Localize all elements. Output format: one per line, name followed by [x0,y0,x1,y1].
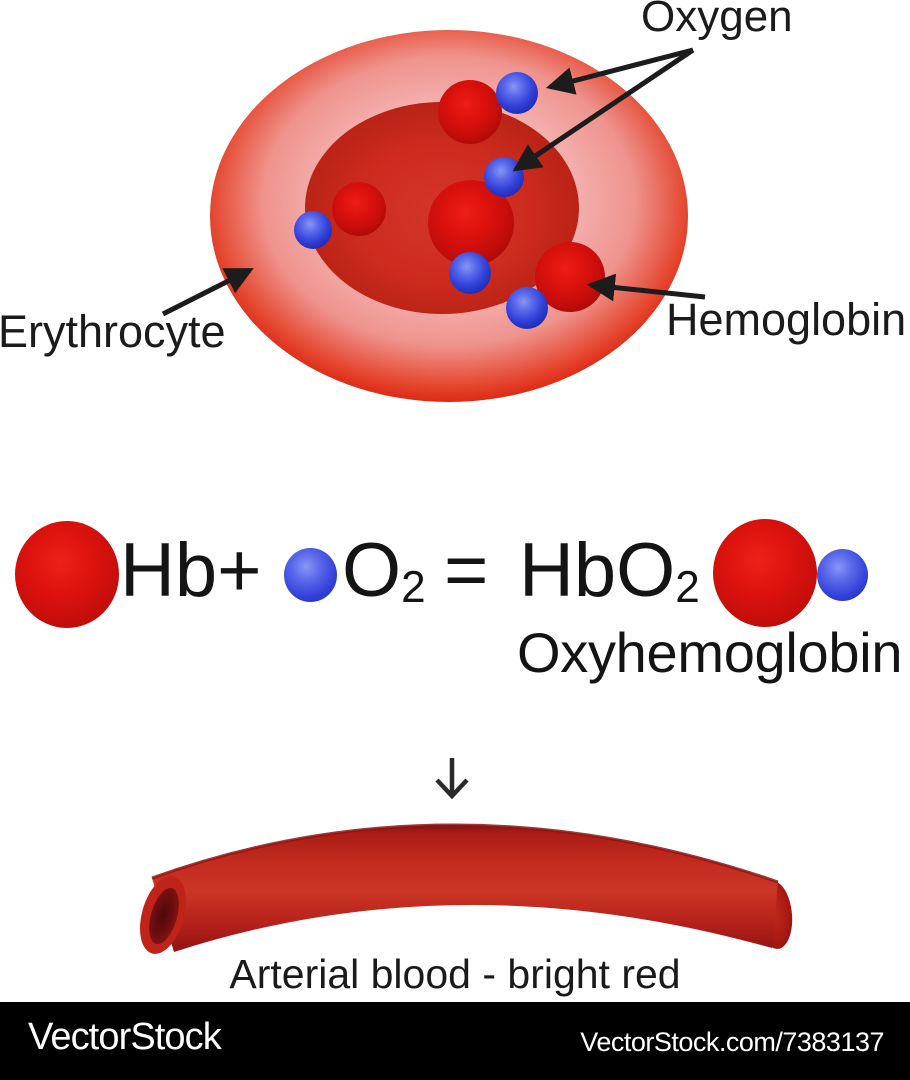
vessel-body [152,824,778,952]
oxygen-sphere [506,287,548,329]
vectorstock-brand-text: VectorStock [28,1016,222,1058]
erythrocyte-label: Erythrocyte [0,306,226,357]
oxygen-label: Oxygen [641,0,793,41]
oxygen-sphere [496,72,538,114]
oxygen-sphere [484,157,524,197]
hbo2-base: HbO [519,528,676,613]
oxygen-pointer-arrow-icon [512,47,695,172]
oxyhemoglobin-blue-sphere [817,549,868,601]
erythrocyte-scene [161,30,706,402]
hemoglobin-label: Hemoglobin [666,294,907,345]
oxyhemoglobin-label: Oxyhemoglobin [517,621,903,684]
hemoglobin-sphere [15,521,119,628]
equation-product-hbo2: HbO2 [519,533,700,610]
o2-base: O [342,528,402,613]
vectorstock-credit-text: VectorStock.com/7383137 [580,1027,884,1057]
vessel-left-opening [149,887,179,945]
vessel-top-edge [151,823,779,884]
vessel-scene [139,758,793,954]
down-arrow-icon [435,758,469,800]
erythrocyte-pointer-arrow-icon [161,267,254,317]
equation-equals-sign: = [444,528,489,613]
watermark-footer: VectorStock VectorStock.com/7383137 [0,1002,910,1080]
equation-reactant-o2: O2 [342,533,426,610]
equation-reactant-hb: Hb+ [120,528,262,613]
o2-subscript: 2 [401,563,426,613]
hemoglobin-sphere [428,180,514,266]
oxygen-sphere [294,211,332,249]
oxygen-sphere [449,252,491,294]
arterial-blood-caption: Arterial blood - bright red [229,951,681,997]
artery-vessel [139,823,793,954]
oxygen-pointer-arrow-icon [545,47,694,95]
hemoglobin-pointer-arrow-icon [586,273,706,302]
oxygen-sphere [284,548,337,602]
hemoglobin-sphere [438,80,502,144]
hbo2-subscript: 2 [675,563,700,613]
hemoglobin-sphere [332,182,386,236]
oxyhemoglobin-red-sphere [713,519,817,627]
